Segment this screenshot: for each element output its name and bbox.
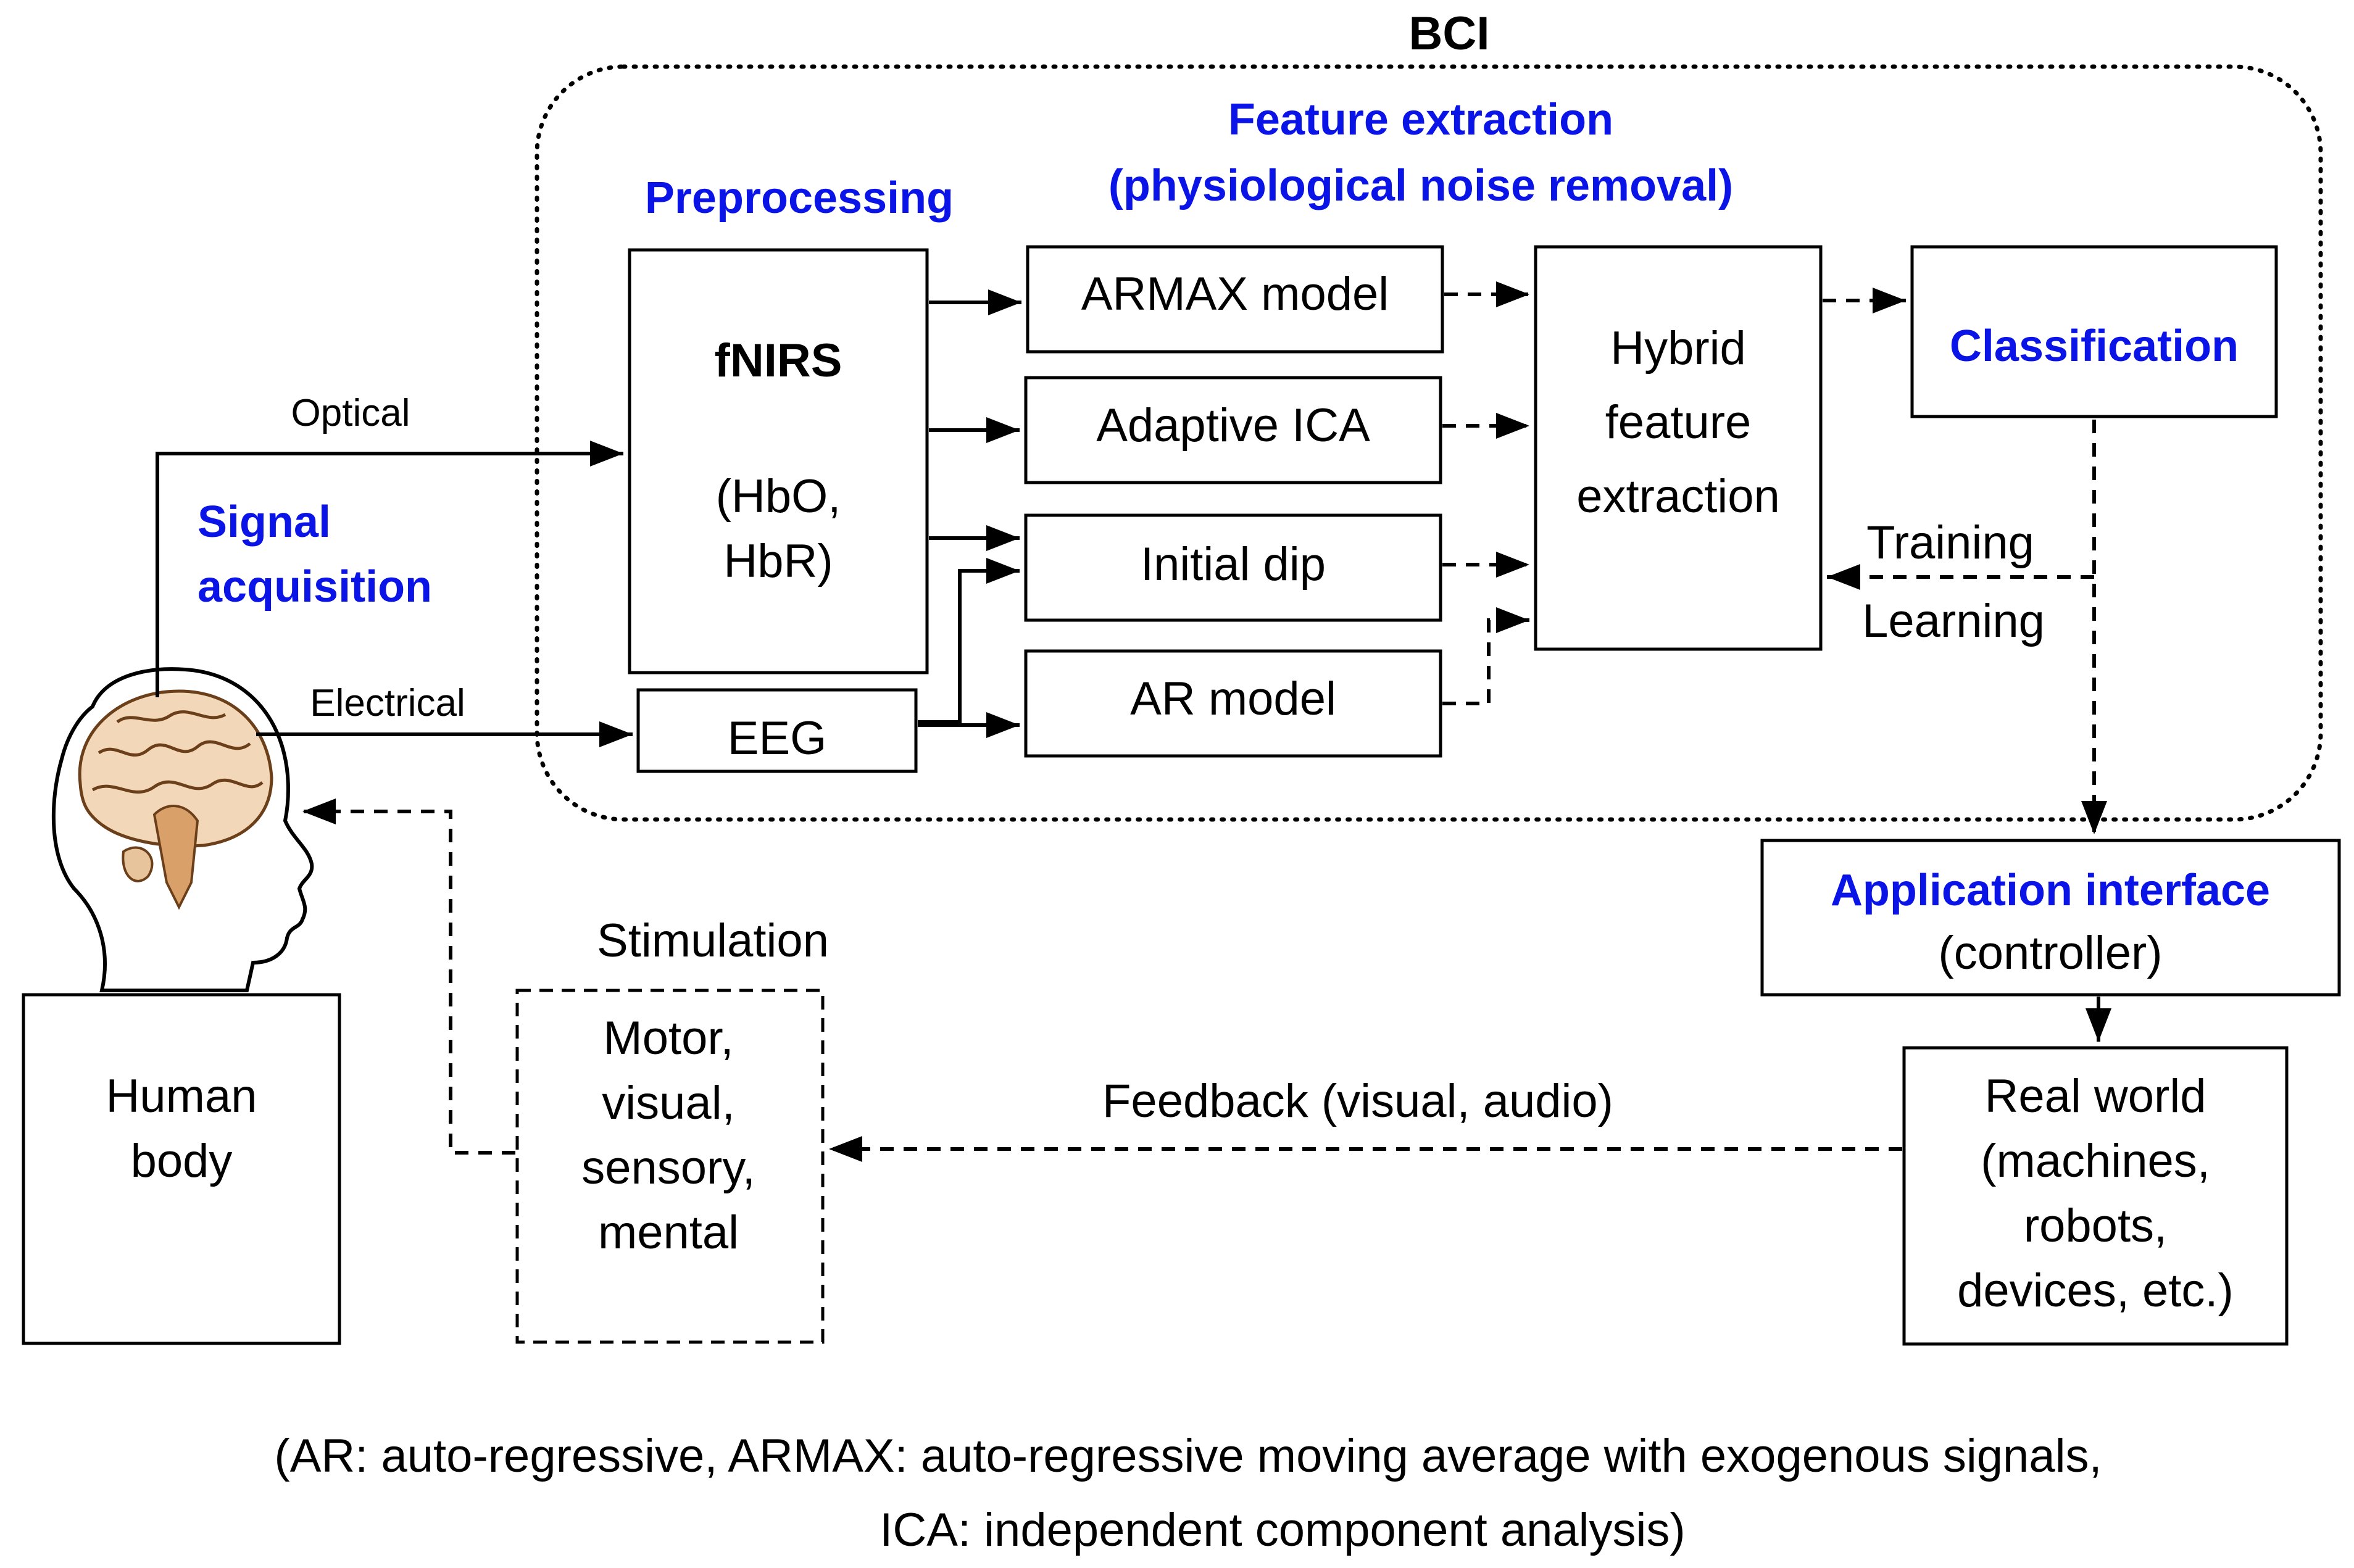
stimulation-to-head-arrow <box>302 799 515 1155</box>
brain-head-illustration <box>51 667 314 992</box>
feedback-label: Feedback (visual, audio) <box>1102 1075 1613 1127</box>
stimulation-box <box>515 989 825 1344</box>
classification-box <box>1910 245 2278 418</box>
feature-extraction-heading: Feature extraction <box>1228 95 1613 144</box>
application-interface-sublabel: (controller) <box>1938 927 2162 979</box>
stimulation-line-3: sensory, <box>581 1142 755 1194</box>
adaptive-ica-label: Adaptive ICA <box>1096 399 1370 452</box>
signal-acquisition-heading-1: Signal <box>198 497 331 547</box>
ar-model-to-hybrid-arrow <box>1442 607 1529 705</box>
stimulation-line-1: Motor, <box>603 1012 733 1064</box>
armax-box <box>1026 245 1444 354</box>
application-interface-box <box>1760 839 2341 997</box>
hybrid-feature-box <box>1534 245 1823 651</box>
application-interface-label: Application interface <box>1831 866 2270 915</box>
real-world-line-1: Real world <box>1984 1070 2206 1122</box>
stimulation-line-2: visual, <box>602 1077 734 1129</box>
signal-acquisition-heading-2: acquisition <box>198 562 432 612</box>
ar-model-box <box>1024 649 1442 758</box>
real-world-line-4: devices, etc.) <box>1957 1264 2234 1317</box>
footnote-line-2: ICA: independent component analysis) <box>880 1504 1685 1556</box>
hybrid-line-1: Hybrid <box>1610 322 1746 375</box>
adaptive-ica-box <box>1024 376 1442 484</box>
feature-extraction-subheading: (physiological noise removal) <box>1108 161 1733 210</box>
bci-title: BCI <box>1409 7 1490 60</box>
eeg-label: EEG <box>728 712 827 765</box>
training-label: Training <box>1866 516 2034 569</box>
initial-dip-box <box>1024 513 1442 622</box>
human-body-box <box>22 993 341 1345</box>
electrical-label: Electrical <box>310 682 465 724</box>
eeg-to-initial-dip-arrow <box>918 558 1020 724</box>
fnirs-box <box>628 248 929 674</box>
human-body-line-2: body <box>131 1135 233 1187</box>
fnirs-title: fNIRS <box>715 334 842 387</box>
stimulation-line-4: mental <box>598 1206 739 1259</box>
real-world-line-2: (machines, <box>1981 1135 2210 1187</box>
real-world-line-3: robots, <box>2024 1200 2167 1252</box>
real-world-box <box>1902 1046 2289 1346</box>
hybrid-line-3: extraction <box>1576 470 1780 523</box>
fnirs-line-1: (HbO, <box>716 470 841 523</box>
bci-boundary <box>534 64 2323 822</box>
human-body-line-1: Human <box>106 1070 257 1122</box>
armax-label: ARMAX model <box>1081 268 1389 320</box>
eeg-box <box>636 688 918 773</box>
footnote-line-1: (AR: auto-regressive, ARMAX: auto-regres… <box>274 1430 2102 1482</box>
preprocessing-heading: Preprocessing <box>645 173 954 223</box>
fnirs-line-2: HbR) <box>723 535 833 587</box>
hybrid-line-2: feature <box>1605 396 1752 449</box>
initial-dip-label: Initial dip <box>1141 538 1326 591</box>
ar-model-label: AR model <box>1130 673 1336 725</box>
classification-label: Classification <box>1950 321 2239 371</box>
optical-label: Optical <box>291 392 410 434</box>
optical-connector <box>156 441 623 697</box>
stimulation-label: Stimulation <box>597 915 829 967</box>
learning-label: Learning <box>1862 595 2045 647</box>
